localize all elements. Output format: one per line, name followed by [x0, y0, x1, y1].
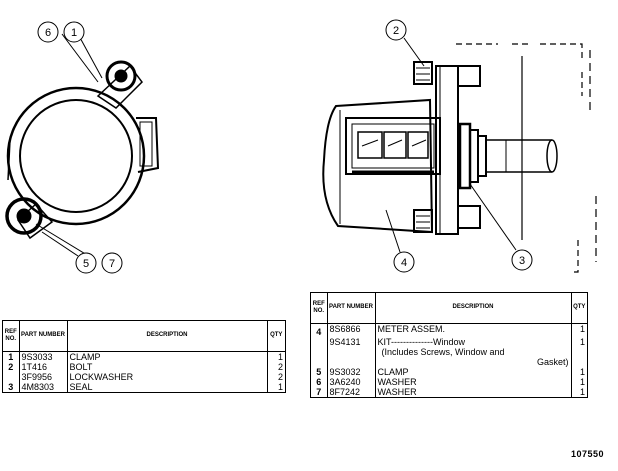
svg-text:7: 7 — [109, 258, 115, 270]
part-number: 3F9956 — [19, 371, 68, 382]
qty: 2 — [277, 361, 283, 372]
part-number: 8F7242 — [327, 387, 376, 397]
qty: 1 — [579, 377, 585, 387]
header-part-number: PART NUMBER — [19, 321, 68, 352]
callout-1: 1 — [63, 21, 85, 43]
description: LOCKWASHER — [67, 371, 268, 382]
ref-no — [311, 337, 328, 347]
qty — [571, 357, 587, 367]
svg-text:3: 3 — [519, 255, 525, 267]
ref-no: 5 — [311, 367, 328, 377]
description: CLAMP — [67, 351, 268, 362]
part-number: 4M8303 — [19, 381, 68, 392]
description: BOLT — [67, 361, 268, 372]
description: SEAL — [67, 381, 268, 392]
table-row: 2 1T416 BOLT 2 — [3, 361, 285, 372]
part-number: 1T416 — [19, 361, 68, 372]
svg-text:4: 4 — [401, 257, 407, 269]
qty: 1 — [579, 323, 585, 334]
description: (Includes Screws, Window and — [375, 347, 572, 357]
callout-6: 6 — [37, 21, 59, 43]
qty: 2 — [277, 371, 283, 382]
table-row: (Includes Screws, Window and — [311, 347, 587, 357]
part-number: 3A6240 — [327, 377, 376, 387]
callout-7: 7 — [101, 252, 123, 274]
part-number — [327, 347, 376, 357]
table-row: 6 3A6240 WASHER 1 — [311, 377, 587, 387]
callout-4: 4 — [393, 251, 415, 273]
qty: 1 — [579, 337, 585, 347]
table-row: 3 4M8303 SEAL 1 — [3, 381, 285, 392]
ref-no: 7 — [311, 387, 328, 397]
header-ref-no: REF NO. — [311, 293, 328, 324]
meter-assembly-side-view — [322, 37, 597, 273]
ref-no: 1 — [3, 351, 20, 362]
svg-text:1: 1 — [71, 27, 77, 39]
ref-no: 6 — [311, 377, 328, 387]
description: CLAMP — [375, 367, 572, 377]
qty: 1 — [277, 381, 283, 392]
ref-no — [3, 371, 20, 382]
header-ref-no: REF NO. — [3, 321, 20, 352]
svg-text:6: 6 — [45, 27, 51, 39]
qty — [571, 347, 587, 357]
clamp-end-view — [5, 33, 160, 259]
description: Gasket) — [375, 357, 572, 367]
part-number: 9S3033 — [19, 351, 68, 362]
part-number — [327, 357, 376, 367]
ref-no — [311, 357, 328, 367]
ref-no: 4 — [311, 323, 328, 337]
header-description: DESCRIPTION — [375, 293, 572, 324]
header-qty: QTY — [267, 321, 285, 352]
callout-3: 3 — [511, 249, 533, 271]
callout-5: 5 — [75, 252, 97, 274]
description: WASHER — [375, 387, 572, 397]
part-number: 8S6866 — [327, 323, 376, 337]
header-description: DESCRIPTION — [67, 321, 268, 352]
table-row: Gasket) — [311, 357, 587, 367]
ref-no — [311, 347, 328, 357]
parts-table-right: REF NO. PART NUMBER DESCRIPTION QTY 4 8S… — [310, 292, 588, 398]
svg-text:2: 2 — [393, 25, 399, 37]
table-row: 4 8S6866 METER ASSEM. 1 — [311, 323, 587, 337]
header-qty: QTY — [571, 293, 587, 324]
table-row: 9S4131 KIT--------------Window 1 — [311, 337, 587, 347]
qty: 1 — [579, 367, 585, 377]
description: WASHER — [375, 377, 572, 387]
ref-no: 2 — [3, 361, 20, 372]
ref-no: 3 — [3, 381, 20, 392]
svg-text:5: 5 — [83, 258, 89, 270]
parts-table-left: REF NO. PART NUMBER DESCRIPTION QTY 1 9S… — [2, 320, 286, 393]
table-row: 3F9956 LOCKWASHER 2 — [3, 371, 285, 382]
callout-2: 2 — [385, 19, 407, 41]
part-number: 9S4131 — [327, 337, 376, 347]
part-number: 9S3032 — [327, 367, 376, 377]
table-row: 5 9S3032 CLAMP 1 — [311, 367, 587, 377]
description: KIT--------------Window — [375, 337, 572, 347]
description: METER ASSEM. — [375, 323, 572, 337]
qty: 1 — [579, 387, 585, 397]
figure-number: 107550 — [570, 449, 604, 459]
header-part-number: PART NUMBER — [327, 293, 376, 324]
table-row: 1 9S3033 CLAMP 1 — [3, 351, 285, 362]
qty: 1 — [277, 351, 283, 362]
table-row: 7 8F7242 WASHER 1 — [311, 387, 587, 397]
